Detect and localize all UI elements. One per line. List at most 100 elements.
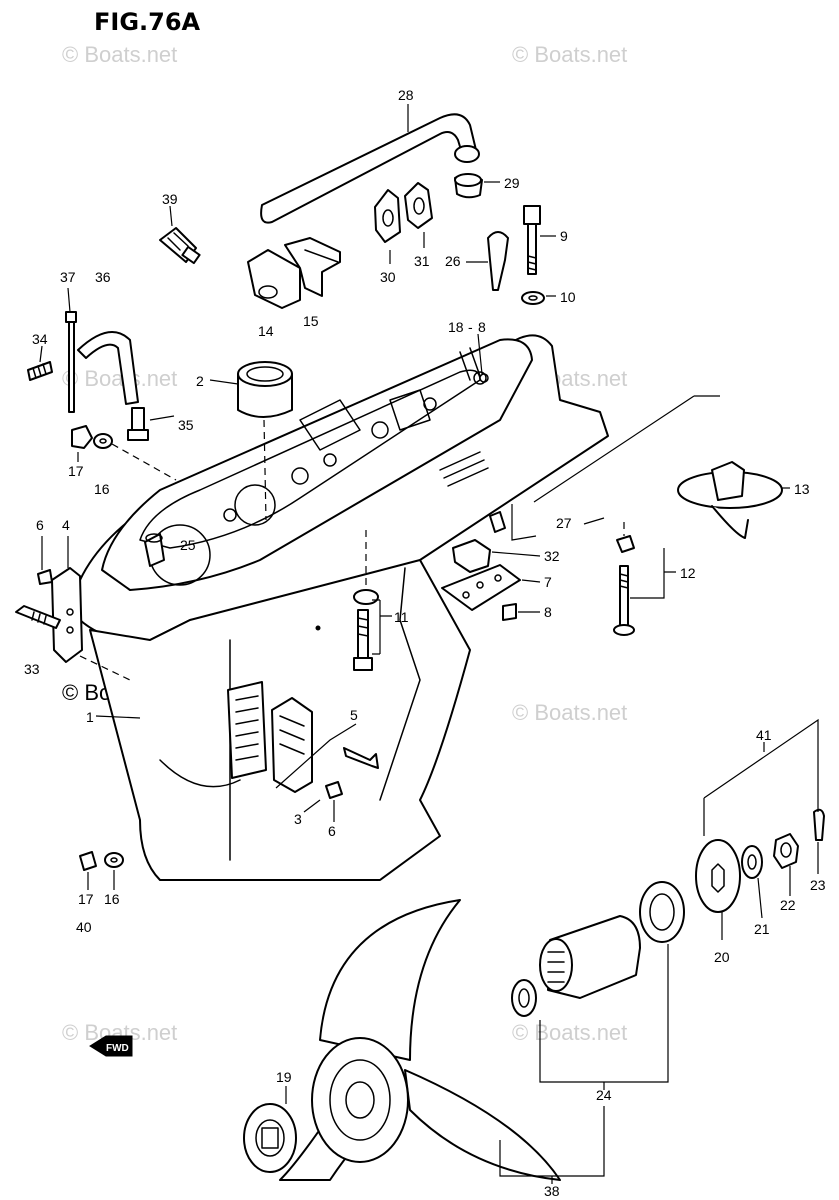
spacer-part-19[interactable] xyxy=(243,1103,297,1173)
bushing-part-24[interactable] xyxy=(511,881,685,1017)
callout-15: 15 xyxy=(303,313,319,329)
leader-line-18 xyxy=(477,333,483,375)
bolt-part-5[interactable] xyxy=(343,747,379,769)
callout-8-b: 8 xyxy=(478,319,486,335)
clip-part-31[interactable] xyxy=(404,182,433,229)
callout-6-b: 6 xyxy=(328,823,336,839)
watermark: © Boats.net xyxy=(512,700,627,725)
anode-part-3[interactable] xyxy=(271,697,313,793)
callout-24: 24 xyxy=(596,1087,612,1103)
washer-part-16b[interactable] xyxy=(104,852,124,868)
plate-part-7[interactable] xyxy=(441,564,521,611)
nut-part-6b[interactable] xyxy=(325,781,343,799)
callout-10: 10 xyxy=(560,289,576,305)
callout-2: 2 xyxy=(196,373,204,389)
callout-37: 37 xyxy=(60,269,76,285)
water-tube-part-28[interactable] xyxy=(260,113,480,224)
leader-dash-2 xyxy=(263,419,267,521)
callout-28: 28 xyxy=(398,87,414,103)
leader-dash-33 xyxy=(79,655,131,681)
leader-line-21 xyxy=(757,877,763,919)
leader-bracket-32 xyxy=(511,504,537,541)
watermark: © Boats.net xyxy=(512,1020,627,1045)
leader-bracket-13 xyxy=(533,395,720,503)
leader-line-2 xyxy=(209,379,239,385)
leader-line-32 xyxy=(491,551,541,557)
screw-part-8[interactable] xyxy=(502,603,517,621)
callout-34: 34 xyxy=(32,331,48,347)
leader-line-5 xyxy=(275,723,357,789)
plug-part-26[interactable] xyxy=(487,231,509,291)
callout-19: 19 xyxy=(276,1069,292,1085)
leader-line-39 xyxy=(169,205,173,227)
fitting-part-35[interactable] xyxy=(127,407,149,441)
callout-3: 3 xyxy=(294,811,302,827)
callout-27: 27 xyxy=(556,515,572,531)
callout-30: 30 xyxy=(380,269,396,285)
callout-25: 25 xyxy=(180,537,196,553)
callout-39: 39 xyxy=(162,191,178,207)
anode-part-4[interactable] xyxy=(51,567,83,663)
callout-36: 36 xyxy=(95,269,111,285)
cable-tie-part-37[interactable] xyxy=(65,311,77,413)
thrust-washer-part-20[interactable] xyxy=(695,839,741,913)
bolt-part-12[interactable] xyxy=(613,565,635,636)
hose-part-36[interactable] xyxy=(77,331,139,405)
damper-part-32[interactable] xyxy=(452,511,506,573)
callout-4: 4 xyxy=(62,517,70,533)
callout-40: 40 xyxy=(76,919,92,935)
bolt-part-11[interactable] xyxy=(353,589,379,671)
leader-bracket-41 xyxy=(703,718,819,836)
washer-part-16[interactable] xyxy=(93,433,113,449)
leader-line-3 xyxy=(303,799,321,813)
figure-title: FIG.76A xyxy=(94,8,201,36)
callout-22: 22 xyxy=(780,897,796,913)
plate-part-15[interactable] xyxy=(284,237,341,297)
nut-part-27[interactable] xyxy=(616,535,635,553)
callout-12: 12 xyxy=(680,565,696,581)
screw-part-34[interactable] xyxy=(27,361,53,381)
gearcase-housing-part-1[interactable] xyxy=(69,334,609,881)
anode-part-13[interactable] xyxy=(677,461,783,539)
callout-38: 38 xyxy=(544,1183,560,1199)
callout-17-b: 17 xyxy=(78,891,94,907)
callout-8: 8 xyxy=(544,604,552,620)
nut-part-17[interactable] xyxy=(71,425,93,449)
callout-5: 5 xyxy=(350,707,358,723)
callout-16-a: 16 xyxy=(94,481,110,497)
callout-11: 11 xyxy=(394,609,409,625)
nut-part-17b[interactable] xyxy=(79,851,97,871)
clip-part-30[interactable] xyxy=(374,189,401,243)
callout-1: 1 xyxy=(86,709,94,725)
washer-part-21[interactable] xyxy=(741,845,763,879)
nut-part-22[interactable] xyxy=(773,833,799,869)
callout-21: 21 xyxy=(754,921,770,937)
leader-bracket-11 xyxy=(372,599,392,655)
bracket-part-14[interactable] xyxy=(247,249,301,309)
bolt-part-33[interactable] xyxy=(15,605,61,629)
callout-23: 23 xyxy=(810,877,826,893)
callout-32: 32 xyxy=(544,548,560,564)
callout-31: 31 xyxy=(414,253,430,269)
washer-part-10[interactable] xyxy=(521,291,545,305)
leader-line-27 xyxy=(583,517,605,525)
callout-separator: - xyxy=(468,319,473,335)
bearing-part-2[interactable] xyxy=(237,361,293,418)
leader-line-1 xyxy=(95,715,141,719)
bolt-part-9[interactable] xyxy=(523,205,541,275)
leader-bracket-38 xyxy=(499,1106,605,1184)
magnet-part-25[interactable] xyxy=(144,533,165,567)
grommet-part-29[interactable] xyxy=(454,173,483,199)
callout-18: 18 xyxy=(448,319,464,335)
nut-part-6a[interactable] xyxy=(37,569,53,585)
callout-20: 20 xyxy=(714,949,730,965)
callout-17-a: 17 xyxy=(68,463,84,479)
leader-line-37 xyxy=(67,287,71,313)
cotter-pin-part-23[interactable] xyxy=(813,808,825,841)
callout-6-a: 6 xyxy=(36,517,44,533)
fwd-label: FWD xyxy=(106,1043,129,1054)
propeller-part-38[interactable] xyxy=(279,899,561,1181)
fitting-part-39[interactable] xyxy=(159,227,201,265)
dowel-pin-part-18[interactable] xyxy=(479,373,489,383)
